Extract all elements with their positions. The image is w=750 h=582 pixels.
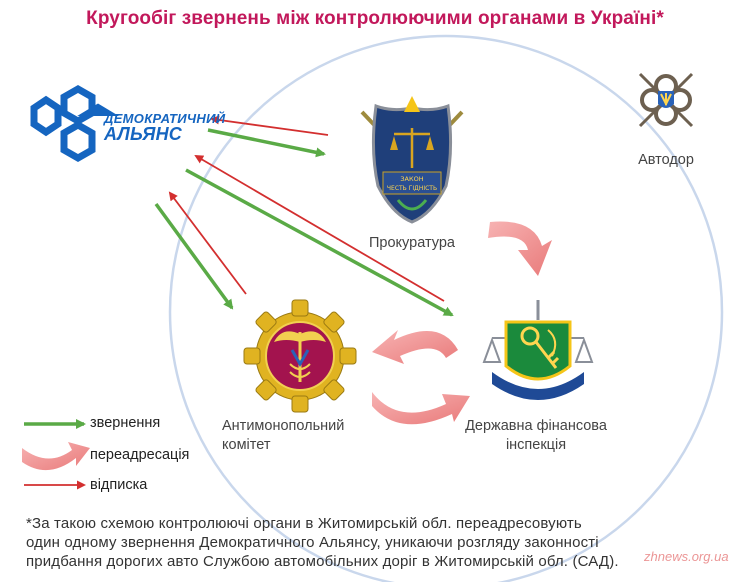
watermark: zhnews.org.ua xyxy=(644,549,729,564)
redirect-arrow-prosecutor-finance xyxy=(488,221,552,276)
finance-emblem xyxy=(482,300,594,400)
redirect-arrow-antimonopoly-finance xyxy=(372,392,470,425)
alliance-name-line1: ДЕМОКРАТИЧНИЙ xyxy=(104,111,226,126)
footnote-line3: придбання дорогих авто Службою автомобіл… xyxy=(26,553,619,570)
finance-label-line1: Державна фінансова xyxy=(465,418,607,434)
alliance-logo xyxy=(30,84,119,163)
prosecutor-emblem-text2: ЧЕСТЬ ГІДНІСТЬ xyxy=(387,185,437,192)
antimonopoly-label-line1: Антимонопольний xyxy=(222,418,345,434)
appeal-arrow-finance xyxy=(185,168,454,317)
cycle-circle xyxy=(168,34,724,582)
appeal-arrow-prosecutor xyxy=(207,128,326,158)
legend-appeal-text: звернення xyxy=(90,415,161,431)
finance-label: Державна фінансова інспекція xyxy=(446,417,626,455)
prosecutor-emblem: ЗАКОН ЧЕСТЬ ГІДНІСТЬ xyxy=(360,96,464,224)
antimonopoly-label-line2: комітет xyxy=(222,437,271,453)
reply-arrow-antimonopoly xyxy=(168,191,247,295)
legend-redirect-text: переадресація xyxy=(90,447,190,463)
antimonopoly-label: Антимонопольний комітет xyxy=(222,417,382,455)
prosecutor-emblem-text1: ЗАКОН xyxy=(400,175,423,183)
footnote-line1: *За такою схемою контролюючі органи в Жи… xyxy=(26,515,582,532)
reply-arrow-prosecutor xyxy=(210,115,329,136)
finance-label-line2: інспекція xyxy=(505,437,567,453)
avtodor-emblem xyxy=(638,72,694,128)
prosecutor-label: Прокуратура xyxy=(369,235,455,251)
legend-redirect-symbol xyxy=(22,442,90,471)
reply-arrow-finance xyxy=(194,154,445,302)
legend-reply-text: відписка xyxy=(90,477,148,493)
footnote: *За такою схемою контролюючі органи в Жи… xyxy=(26,514,746,571)
page-title: Кругообіг звернень між контролюючими орг… xyxy=(86,8,664,29)
appeal-arrow-antimonopoly xyxy=(154,202,234,310)
antimonopoly-emblem xyxy=(243,299,357,413)
avtodor-label: Автодор xyxy=(638,152,694,168)
redirect-arrow-finance-antimonopoly xyxy=(372,330,458,364)
footnote-line2: один одному звернення Демократичного Аль… xyxy=(26,534,599,551)
alliance-name-line2: АЛЬЯНС xyxy=(104,124,182,144)
